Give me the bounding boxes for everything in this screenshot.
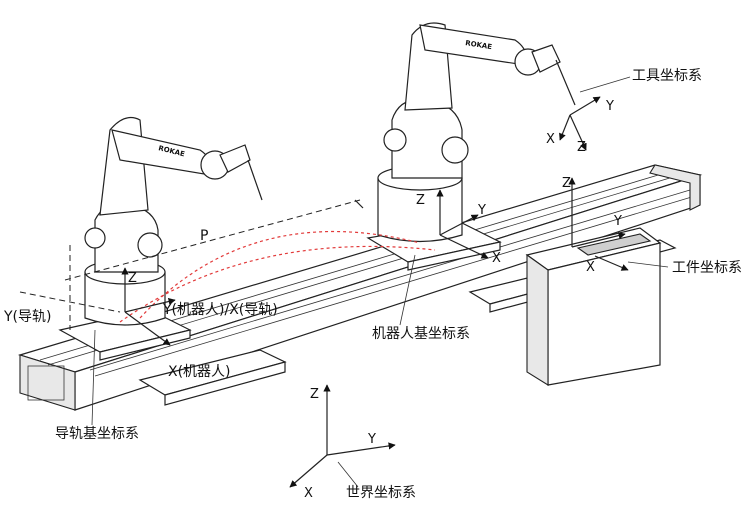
tool-x-label: X	[546, 132, 555, 147]
label-workpiece-frame: 工件坐标系	[672, 260, 742, 276]
world-frame-axes: Z Y X	[289, 384, 396, 501]
left-robot-z-label: Z	[128, 271, 137, 286]
right-robot-frame-axes: Z Y X	[399, 189, 501, 326]
workpiece-frame-leader	[627, 261, 669, 268]
rail-track	[17, 164, 703, 411]
tool-z-label: Z	[577, 140, 586, 155]
label-y-rail: Y(导轨)	[3, 309, 51, 325]
label-robot-base-frame: 机器人基坐标系	[372, 325, 470, 342]
label-rail-base-frame: 导轨基坐标系	[55, 425, 139, 442]
label-world-frame: 世界坐标系	[346, 485, 416, 501]
workpiece-frame-axes: Z Y X	[562, 176, 669, 275]
workpiece-box	[525, 227, 662, 386]
label-p: P	[200, 228, 208, 244]
world-x-label: X	[304, 486, 313, 501]
workpiece-y-label: Y	[613, 214, 622, 229]
left-robot-frame-axes: Z	[121, 267, 176, 346]
workpiece-x-label: X	[586, 260, 595, 275]
tool-y-label: Y	[605, 99, 614, 114]
label-y-robot-x-rail: Y(机器人)/X(导轨)	[162, 302, 278, 318]
rail-base-leader	[91, 329, 96, 426]
p-line	[64, 199, 361, 281]
robot-base-leader	[399, 254, 416, 326]
rail-end-hole	[27, 365, 65, 401]
label-tool-frame: 工具坐标系	[632, 68, 702, 84]
world-frame-leader	[337, 461, 359, 488]
right-robot: ROKAE	[366, 22, 576, 271]
right-robot-z-label: Z	[416, 193, 425, 208]
tool-frame-leader	[579, 76, 631, 93]
right-robot-y-label: Y	[477, 203, 486, 218]
world-y-label: Y	[367, 432, 376, 447]
workpiece-z-label: Z	[562, 176, 571, 191]
world-z-label: Z	[310, 387, 319, 402]
guide-lines	[19, 199, 436, 330]
tool-frame-axes: Y X Z	[546, 76, 631, 155]
right-robot-x-label: X	[492, 251, 501, 266]
label-x-robot: X(机器人)	[168, 364, 231, 380]
